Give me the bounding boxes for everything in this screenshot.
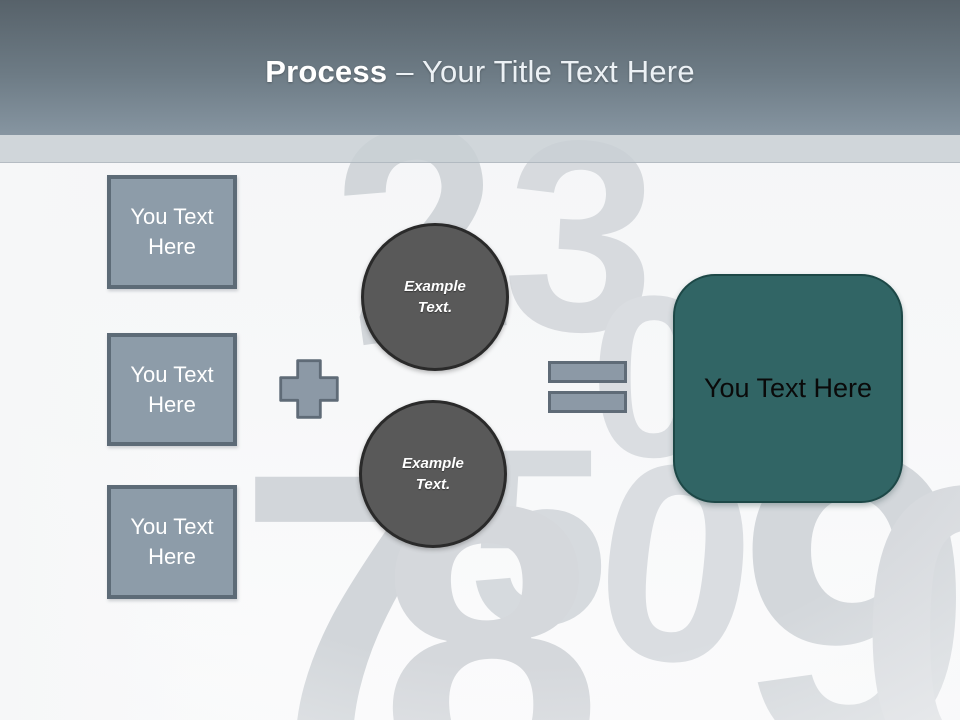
title-topic: Process xyxy=(265,53,388,89)
input-box-1-label: You Text Here xyxy=(130,204,214,259)
title-subtitle: – Your Title Text Here xyxy=(396,53,695,89)
example-circle-2[interactable]: Example Text. xyxy=(359,400,507,548)
result-box[interactable]: You Text Here xyxy=(673,274,903,503)
header-underline-band xyxy=(0,135,960,163)
plus-icon[interactable] xyxy=(276,356,342,422)
example-circle-2-label: Example Text. xyxy=(402,455,464,493)
slide-header: Process– Your Title Text Here xyxy=(0,0,960,135)
input-box-1[interactable]: You Text Here xyxy=(107,175,237,289)
slide-title[interactable]: Process– Your Title Text Here xyxy=(265,54,695,90)
plus-icon-svg xyxy=(279,359,339,419)
example-circle-1[interactable]: Example Text. xyxy=(361,223,509,371)
input-box-3-label: You Text Here xyxy=(130,514,214,569)
result-box-label: You Text Here xyxy=(703,373,873,403)
input-box-2-label: You Text Here xyxy=(130,361,214,417)
equals-icon[interactable] xyxy=(548,361,627,413)
equals-bar-top xyxy=(548,361,627,383)
example-circle-1-label: Example Text. xyxy=(404,278,466,316)
input-box-3[interactable]: You Text Here xyxy=(107,485,237,599)
equals-bar-bottom xyxy=(548,391,627,413)
input-box-2[interactable]: You Text Here xyxy=(107,333,237,446)
